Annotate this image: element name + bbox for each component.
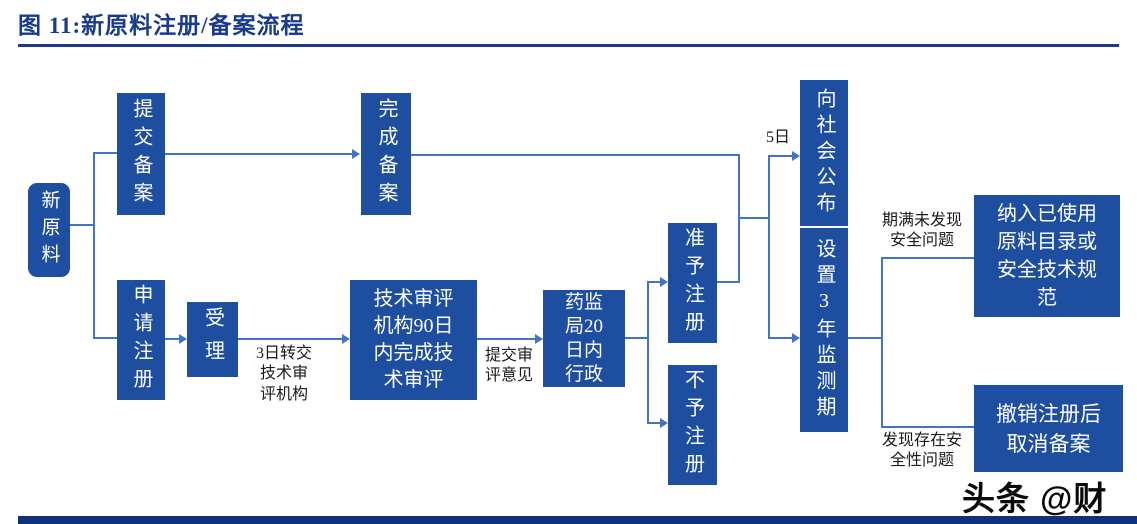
connector (881, 426, 974, 428)
connector (647, 281, 661, 283)
arrow-head-icon (342, 334, 350, 344)
arrow-head-icon (792, 333, 800, 343)
bottom-bar (18, 516, 1137, 524)
figure-title: 图 11:新原料注册/备案流程 (18, 13, 305, 38)
node-include-in-catalog-label: 纳入已使用 原料目录或 安全技术规 范 (997, 203, 1097, 309)
connector (477, 338, 536, 340)
node-complete-filing-label: 完成备案 (375, 98, 397, 210)
node-monitoring-period-label: 设置3年监测期 (813, 238, 835, 422)
arrow-head-icon (660, 418, 668, 428)
node-acceptance-label: 受理 (201, 306, 224, 373)
edge-label-safety-issue-found: 发现存在安 全性问题 (881, 432, 962, 470)
connector (93, 337, 117, 339)
connector (647, 422, 661, 424)
node-deny-registration-label: 不予注册 (681, 369, 704, 481)
node-regulator-admin-label: 药监 局20 日内 行政 (564, 291, 603, 385)
connector (238, 338, 343, 340)
edge-label-no-safety-issue: 期满未发现 安全问题 (881, 212, 962, 250)
connector (165, 153, 353, 155)
watermark: 头条 @财是 (962, 480, 1108, 517)
connector (768, 155, 770, 339)
connector (768, 337, 794, 339)
arrow-head-icon (792, 151, 800, 161)
node-approve-registration: 准予注册 (668, 223, 717, 343)
edge-label-transfer-3-days: 3日转交 技术审 评机构 (255, 345, 312, 403)
connector (411, 154, 738, 156)
edge-label-five-days: 5日 (765, 129, 790, 146)
node-new-material-label: 新原料 (38, 189, 60, 271)
connector (738, 217, 770, 219)
connector (768, 155, 794, 157)
node-monitoring-period: 设置3年监测期 (800, 228, 848, 432)
node-technical-review-label: 技术审评 机构90日 内完成技 术审评 (373, 288, 454, 391)
arrow-head-icon (352, 149, 360, 159)
node-complete-filing: 完成备案 (361, 93, 411, 215)
arrow-head-icon (179, 334, 187, 344)
node-apply-registration: 申请注册 (117, 280, 165, 400)
node-regulator-admin: 药监 局20 日内 行政 (543, 290, 625, 387)
connector (647, 281, 649, 424)
node-public-announcement: 向社会公布 (800, 80, 848, 226)
title-underline (18, 44, 1119, 47)
node-public-announcement-label: 向社会公布 (813, 88, 835, 218)
arrow-head-icon (660, 277, 668, 287)
connector (848, 337, 881, 339)
connector (881, 257, 974, 259)
connector (625, 337, 647, 339)
node-submit-filing: 提交备案 (117, 93, 165, 215)
edge-label-submit-review-opinion: 提交审 评意见 (484, 347, 533, 385)
node-include-in-catalog: 纳入已使用 原料目录或 安全技术规 范 (974, 195, 1120, 317)
connector (165, 338, 180, 340)
node-acceptance: 受理 (187, 302, 238, 377)
node-apply-registration-label: 申请注册 (130, 284, 152, 396)
connector (70, 224, 93, 226)
node-submit-filing-label: 提交备案 (130, 98, 152, 210)
node-technical-review: 技术审评 机构90日 内完成技 术审评 (350, 280, 477, 400)
node-deny-registration: 不予注册 (668, 365, 717, 485)
connector (93, 153, 95, 339)
node-approve-registration-label: 准予注册 (681, 227, 704, 339)
node-revoke-and-cancel: 撤销注册后 取消备案 (974, 385, 1123, 472)
connector (93, 152, 117, 154)
arrow-head-icon (535, 334, 543, 344)
connector (881, 257, 883, 428)
connector (717, 281, 740, 283)
node-new-material: 新原料 (28, 183, 70, 277)
node-revoke-and-cancel-label: 撤销注册后 取消备案 (996, 401, 1101, 456)
